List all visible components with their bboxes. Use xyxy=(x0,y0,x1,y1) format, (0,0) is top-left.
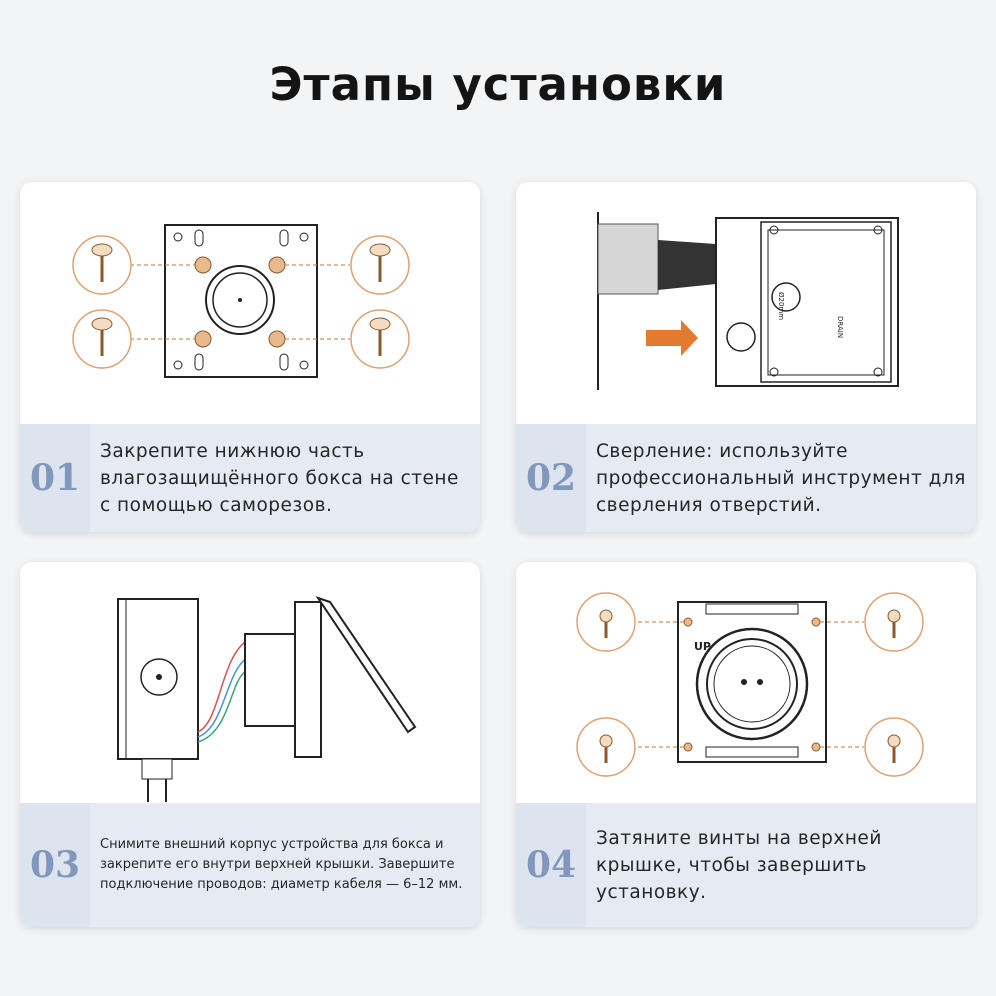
step-4-illustration: UP xyxy=(516,562,976,802)
step-4-band: 04 Затяните винты на верхней крышке, что… xyxy=(516,803,976,927)
step-1-illustration xyxy=(20,182,480,422)
step-card-4: UP 04 Затяните винты xyxy=(516,562,976,927)
page-title: Этапы установки xyxy=(269,58,727,111)
size-label: Ø20mm xyxy=(777,292,785,320)
step-number: 02 xyxy=(525,457,577,499)
step-3-illustration xyxy=(20,562,480,802)
step-card-1: 01 Закрепите нижнюю часть влагозащищённо… xyxy=(20,182,480,532)
step-number: 04 xyxy=(525,844,577,886)
step-2-illustration: Ø20mm DRAIN xyxy=(516,182,976,422)
step-3-band: 03 Снимите внешний корпус устройства для… xyxy=(20,803,480,927)
step-2-band: 02 Сверление: используйте профессиональн… xyxy=(516,424,976,532)
step-card-2: Ø20mm DRAIN 02 Сверление: используйте пр… xyxy=(516,182,976,532)
up-label: UP xyxy=(694,640,711,653)
step-text: Снимите внешний корпус устройства для бо… xyxy=(90,803,480,927)
step-text: Затяните винты на верхней крышке, чтобы … xyxy=(586,803,976,927)
drain-label: DRAIN xyxy=(836,316,844,338)
step-card-3: 03 Снимите внешний корпус устройства для… xyxy=(20,562,480,927)
step-text: Сверление: используйте профессиональный … xyxy=(586,424,976,532)
step-number: 03 xyxy=(29,844,81,886)
step-1-band: 01 Закрепите нижнюю часть влагозащищённо… xyxy=(20,424,480,532)
step-number: 01 xyxy=(29,457,81,499)
step-text: Закрепите нижнюю часть влагозащищённого … xyxy=(90,424,480,532)
